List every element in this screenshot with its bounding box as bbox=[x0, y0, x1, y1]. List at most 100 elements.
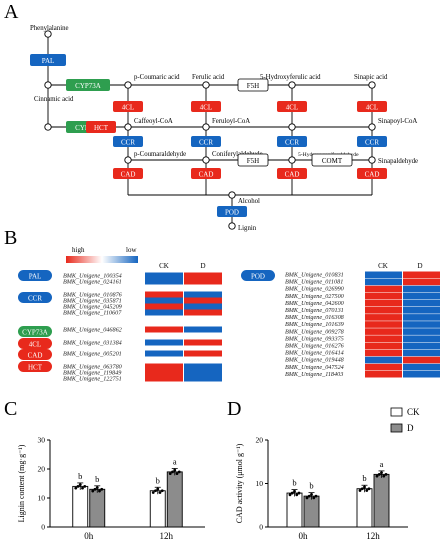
significance-label: b bbox=[78, 471, 82, 481]
heatmap-cell bbox=[365, 335, 402, 342]
heatmap-cell bbox=[365, 292, 402, 300]
svg-text:4CL: 4CL bbox=[122, 104, 134, 112]
enzyme-f5h-1: F5H bbox=[237, 78, 269, 92]
svg-text:CYP73A: CYP73A bbox=[75, 82, 101, 90]
group-ccr: CCR bbox=[18, 292, 52, 303]
group-pod: POD bbox=[241, 270, 275, 281]
enzyme-pod: POD bbox=[217, 206, 247, 217]
gene-label: BMK_Unigene_005201 bbox=[63, 351, 122, 358]
data-point bbox=[377, 472, 381, 476]
col-d-left: D bbox=[200, 262, 205, 270]
data-point bbox=[380, 471, 383, 475]
gene-label: BMK_Unigene_024161 bbox=[63, 279, 122, 286]
x-tick-label: 12h bbox=[366, 531, 380, 541]
data-point bbox=[175, 472, 179, 476]
data-point bbox=[100, 487, 104, 491]
enzyme-ccr-2: CCR bbox=[191, 136, 221, 147]
data-point bbox=[307, 494, 311, 498]
col-ck-left: CK bbox=[159, 262, 169, 270]
data-point bbox=[384, 472, 388, 476]
heatmap-cell bbox=[145, 350, 183, 357]
y-tick-label: 20 bbox=[38, 465, 46, 474]
data-point bbox=[382, 474, 386, 478]
data-point bbox=[375, 474, 379, 478]
svg-text:CYP73A: CYP73A bbox=[22, 329, 48, 337]
compound-p-coumaric-acid: p-Coumaric acid bbox=[134, 74, 180, 81]
col-d-right: D bbox=[417, 262, 422, 270]
heatmap-left: CK D BMK_Unigene_100354BMK_Unigene_02416… bbox=[63, 262, 222, 383]
gene-label: BMK_Unigene_100354 bbox=[63, 273, 122, 280]
gene-label: BMK_Unigene_016308 bbox=[285, 314, 345, 321]
data-point bbox=[160, 489, 164, 493]
heatmap-cell bbox=[184, 309, 222, 316]
heatmap-cell bbox=[365, 321, 402, 328]
enzyme-comt: COMT bbox=[311, 153, 353, 167]
data-point bbox=[98, 489, 101, 493]
heatmap-cell bbox=[403, 292, 440, 300]
heatmap-cell bbox=[145, 297, 183, 304]
col-ck-right: CK bbox=[378, 262, 388, 270]
gene-label: BMK_Unigene_019448 bbox=[285, 357, 345, 364]
heatmap-cell bbox=[145, 326, 183, 333]
compound-alcohol: Alcohol bbox=[238, 198, 260, 205]
heatmap-cell bbox=[145, 363, 183, 370]
legend-low: low bbox=[126, 246, 137, 254]
heatmap-cell bbox=[184, 303, 222, 310]
enzyme-boxes: PAL CYP73A CYP73A HCT F5H 4CL 4CL 4CL 4C… bbox=[30, 54, 387, 217]
heatmap-cell bbox=[184, 272, 222, 279]
enzyme-cad-2: CAD bbox=[191, 168, 221, 179]
enzyme-cad-1: CAD bbox=[113, 168, 143, 179]
svg-text:F5H: F5H bbox=[247, 157, 259, 165]
heatmap-cell bbox=[365, 271, 402, 279]
heatmap-cell bbox=[365, 356, 402, 364]
heatmap-cell bbox=[365, 328, 402, 335]
heatmap-cell bbox=[365, 342, 402, 350]
y-tick-label: 0 bbox=[41, 523, 45, 532]
heatmap-cell bbox=[403, 278, 440, 286]
gene-label: BMK_Unigene_063780 bbox=[63, 364, 123, 371]
heatmap-cell bbox=[403, 356, 440, 364]
panel-label-a: A bbox=[4, 1, 19, 23]
heatmap-cell bbox=[403, 271, 440, 279]
bar bbox=[303, 495, 320, 528]
data-point bbox=[171, 470, 174, 474]
heatmap-cell bbox=[365, 299, 402, 307]
data-point bbox=[91, 489, 95, 493]
svg-text:CCR: CCR bbox=[285, 139, 299, 147]
significance-label: a bbox=[380, 459, 384, 469]
legend-ck-swatch bbox=[390, 407, 403, 417]
gene-label: BMK_Unigene_016414 bbox=[285, 350, 344, 357]
data-point bbox=[310, 492, 313, 496]
data-point bbox=[168, 472, 172, 476]
significance-label: a bbox=[173, 456, 177, 466]
svg-text:CCR: CCR bbox=[199, 139, 213, 147]
compound-ferulic-acid: Ferulic acid bbox=[192, 74, 225, 81]
heatmap-cell bbox=[365, 307, 402, 314]
heatmap-cell bbox=[403, 335, 440, 342]
legend-d-label: D bbox=[407, 423, 414, 433]
svg-text:CAD: CAD bbox=[365, 171, 380, 179]
svg-text:HCT: HCT bbox=[28, 364, 43, 372]
data-point bbox=[78, 483, 82, 487]
svg-text:F5H: F5H bbox=[247, 82, 259, 90]
significance-label: b bbox=[362, 473, 366, 483]
compound-sinapaldehyde: Sinapaldehyde bbox=[378, 158, 418, 165]
heatmap-cell bbox=[403, 370, 440, 378]
svg-text:PAL: PAL bbox=[42, 57, 55, 65]
bar bbox=[286, 492, 303, 528]
gene-label: BMK_Unigene_046862 bbox=[63, 327, 122, 334]
enzyme-ccr-1: CCR bbox=[113, 136, 143, 147]
heatmap-cell bbox=[145, 369, 183, 376]
bar bbox=[373, 473, 390, 528]
heatmap-cell bbox=[145, 272, 183, 279]
svg-text:CCR: CCR bbox=[28, 295, 42, 303]
group-hct: HCT bbox=[18, 361, 52, 372]
group-cad: CAD bbox=[18, 349, 52, 360]
heatmap-cell bbox=[145, 303, 183, 310]
heatmap-cell bbox=[145, 291, 183, 298]
y-tick-label: 10 bbox=[256, 479, 264, 488]
data-point bbox=[288, 493, 292, 497]
heatmap-cell bbox=[403, 285, 440, 293]
svg-text:CAD: CAD bbox=[121, 171, 136, 179]
svg-text:CCR: CCR bbox=[365, 139, 379, 147]
